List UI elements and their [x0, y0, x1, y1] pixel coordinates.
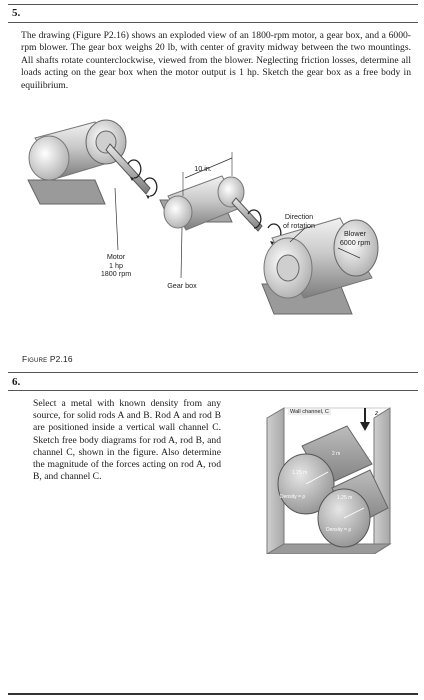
blower-label: Blower 6000 rpm	[330, 229, 380, 247]
dim-125-b: 1.25 m	[337, 495, 353, 501]
arrowhead-icon	[130, 177, 134, 181]
problem-6-header-rule	[8, 390, 418, 391]
gear-box	[159, 175, 263, 232]
dimension-line	[184, 157, 233, 179]
figure-rods-channel	[266, 407, 392, 554]
arrowhead-icon	[270, 241, 274, 245]
problem-6-top-rule	[8, 372, 418, 373]
blower	[261, 217, 379, 315]
motor-label-line2: 1 hp	[109, 260, 123, 270]
motor-label-line3: 1800 rpm	[100, 269, 132, 279]
arrowhead-icon	[146, 195, 150, 199]
channel-bottom	[266, 543, 392, 554]
motor-label: Motor 1 hp 1800 rpm	[94, 252, 138, 279]
figure-caption: Figure P2.16	[22, 354, 73, 364]
direction-label-line2: of rotation	[283, 220, 315, 230]
density-a-label: Density = ρ	[280, 494, 306, 500]
bottom-rule	[8, 693, 418, 695]
blower-label-line2: 6000 rpm	[339, 237, 371, 247]
problem-6-number: 6.	[12, 376, 21, 388]
dim-125-a: 1.25 m	[292, 470, 308, 476]
motor	[27, 119, 151, 205]
problem-5-header-rule	[8, 22, 418, 23]
gearbox-label: Gear box	[167, 281, 197, 290]
dimension-label: 10 in.	[194, 164, 212, 173]
rotation-arrow-icon	[143, 177, 158, 197]
problem-5-number: 5.	[12, 7, 21, 19]
motor-label-line1: Motor	[106, 252, 126, 261]
rotation-arrow-icon	[127, 159, 142, 179]
top-rule	[8, 4, 418, 5]
arrowhead-icon	[360, 422, 370, 431]
rotation-arrow-icon	[247, 209, 262, 229]
dim-2m: 2 m	[332, 451, 341, 457]
z-label: z	[375, 410, 379, 417]
problem-6-text: Select a metal with known density from a…	[33, 398, 221, 483]
problem-5-text: The drawing (Figure P2.16) shows an expl…	[21, 30, 411, 91]
blower-label-line1: Blower	[344, 229, 366, 238]
direction-label-line1: Direction	[284, 212, 314, 221]
channel-right-wall	[373, 407, 391, 554]
density-b-label: Density = ρ	[326, 527, 352, 533]
direction-label: Direction of rotation	[272, 212, 326, 230]
figure-p2-16	[27, 119, 379, 315]
wall-channel-label: Wall channel, C	[288, 409, 331, 415]
